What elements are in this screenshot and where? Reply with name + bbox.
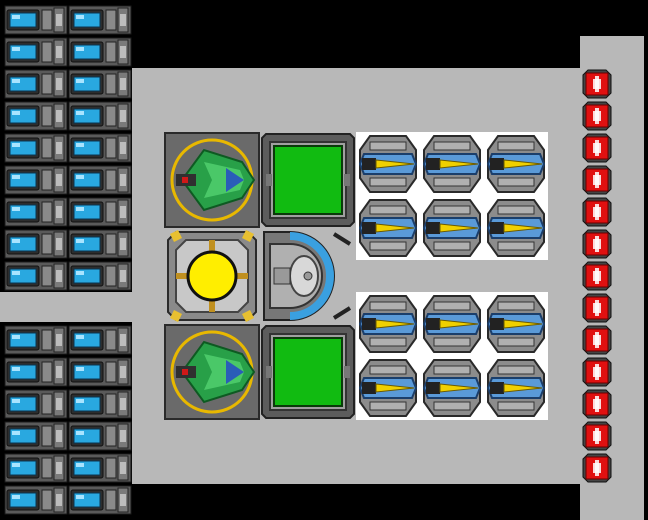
fighter-hangar-top[interactable]	[164, 132, 260, 228]
gun-turret-icon[interactable]	[484, 292, 548, 356]
energy-cell-icon[interactable]	[68, 260, 132, 292]
storage-screen-icon	[261, 325, 355, 419]
energy-cell-icon[interactable]	[4, 228, 68, 260]
capacitor-icon[interactable]	[582, 133, 612, 163]
gun-turret-icon[interactable]	[420, 292, 484, 356]
energy-cell-icon[interactable]	[68, 100, 132, 132]
energy-cell-icon[interactable]	[4, 164, 68, 196]
capacitor-icon[interactable]	[582, 69, 612, 99]
energy-cell-icon[interactable]	[68, 4, 132, 36]
gun-turret-icon[interactable]	[484, 356, 548, 420]
energy-cell-icon[interactable]	[4, 100, 68, 132]
reactor-core[interactable]	[164, 228, 260, 324]
gun-turret-icon[interactable]	[356, 132, 420, 196]
energy-cell-icon[interactable]	[68, 164, 132, 196]
storage-screen-icon	[261, 133, 355, 227]
fighter-ship-icon	[164, 324, 260, 420]
energy-cell-icon[interactable]	[4, 4, 68, 36]
storage-bottom[interactable]	[260, 324, 356, 420]
storage-top[interactable]	[260, 132, 356, 228]
energy-cell-icon[interactable]	[4, 356, 68, 388]
energy-cell-icon[interactable]	[4, 260, 68, 292]
shield-dome-icon	[263, 231, 352, 321]
gun-turret-icon[interactable]	[420, 132, 484, 196]
energy-cell-icon[interactable]	[4, 324, 68, 356]
energy-cell-icon[interactable]	[68, 484, 132, 516]
capacitor-icon[interactable]	[582, 165, 612, 195]
gun-turret-icon[interactable]	[484, 132, 548, 196]
capacitor-icon[interactable]	[582, 293, 612, 323]
capacitor-icon[interactable]	[582, 357, 612, 387]
capacitor-icon[interactable]	[582, 421, 612, 451]
gun-turret-icon[interactable]	[484, 196, 548, 260]
capacitor-icon[interactable]	[582, 325, 612, 355]
energy-cell-icon[interactable]	[68, 388, 132, 420]
gun-turret-icon[interactable]	[356, 196, 420, 260]
energy-cell-icon[interactable]	[4, 68, 68, 100]
capacitor-icon[interactable]	[582, 389, 612, 419]
energy-cell-icon[interactable]	[68, 452, 132, 484]
capacitor-icon[interactable]	[582, 453, 612, 483]
energy-cell-icon[interactable]	[68, 228, 132, 260]
fighter-ship-icon	[164, 132, 260, 228]
gun-turret-icon[interactable]	[356, 292, 420, 356]
energy-cell-icon[interactable]	[68, 324, 132, 356]
capacitor-icon[interactable]	[582, 261, 612, 291]
energy-cell-icon[interactable]	[4, 484, 68, 516]
gun-turret-icon[interactable]	[420, 196, 484, 260]
fighter-hangar-bottom[interactable]	[164, 324, 260, 420]
energy-cell-icon[interactable]	[68, 420, 132, 452]
gun-turret-icon[interactable]	[420, 356, 484, 420]
energy-cell-icon[interactable]	[4, 388, 68, 420]
capacitor-icon[interactable]	[582, 101, 612, 131]
energy-cell-icon[interactable]	[4, 132, 68, 164]
gun-turret-icon[interactable]	[356, 356, 420, 420]
energy-cell-icon[interactable]	[4, 452, 68, 484]
energy-cell-icon[interactable]	[68, 196, 132, 228]
energy-cell-icon[interactable]	[68, 36, 132, 68]
floor-corridor	[0, 292, 132, 322]
energy-cell-icon[interactable]	[4, 196, 68, 228]
shield-generator[interactable]	[260, 228, 356, 324]
energy-cell-icon[interactable]	[68, 132, 132, 164]
energy-cell-icon[interactable]	[68, 356, 132, 388]
reactor-core-icon	[167, 230, 257, 322]
energy-cell-icon[interactable]	[4, 36, 68, 68]
capacitor-icon[interactable]	[582, 229, 612, 259]
energy-cell-icon[interactable]	[4, 420, 68, 452]
capacitor-icon[interactable]	[582, 197, 612, 227]
energy-cell-icon[interactable]	[68, 68, 132, 100]
